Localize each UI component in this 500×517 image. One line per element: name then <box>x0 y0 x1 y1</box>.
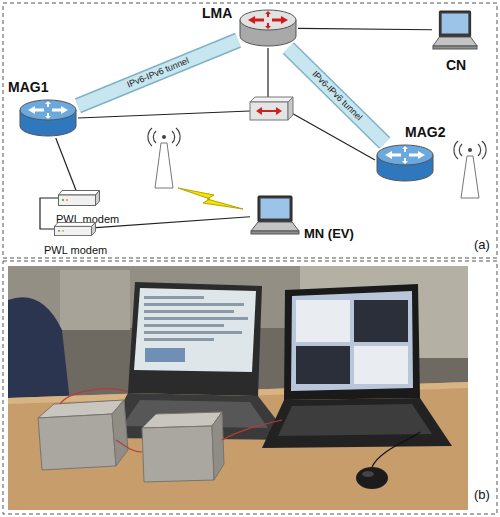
node-label: MAG2 <box>405 125 445 139</box>
host-node: CN <box>432 10 478 50</box>
panel-letter: (a) <box>474 238 490 251</box>
panel-letter: (b) <box>474 488 490 501</box>
tunnel-band <box>288 48 384 143</box>
modem-node: PWL modem <box>54 222 96 236</box>
router-node: LMA <box>238 8 298 48</box>
network-wire <box>40 198 58 229</box>
node-label: CN <box>446 58 466 72</box>
tunnel-band <box>78 40 238 105</box>
switch-icon <box>250 97 293 120</box>
node-label: MN (EV) <box>304 227 354 240</box>
node-label: PWL modem <box>44 245 107 256</box>
host-node: MN (EV) <box>250 195 300 235</box>
network-wire <box>298 28 432 29</box>
node-label: MAG1 <box>8 80 48 94</box>
network-wire <box>56 138 76 190</box>
wireless-bolt <box>178 188 243 209</box>
tunnel-label: IPv6-IPv6 tunnel <box>124 55 193 92</box>
panel-frame <box>3 3 497 258</box>
testbed-photo <box>8 266 468 510</box>
network-wire <box>78 48 375 160</box>
modem-node: PWL modem <box>58 190 100 206</box>
access-point <box>148 128 180 188</box>
access-point <box>454 141 486 198</box>
router-icon <box>375 143 435 183</box>
router-icon <box>18 98 78 138</box>
laptop-icon <box>250 195 300 235</box>
laptop-icon <box>432 10 478 50</box>
router-node: MAG2 <box>375 143 435 183</box>
panel-frame <box>3 261 497 514</box>
node-label: LMA <box>202 6 232 20</box>
modem-icon <box>54 222 96 236</box>
tunnel-label: IPv6-IPv6 tunnel <box>308 67 366 124</box>
router-icon <box>238 8 298 48</box>
router-node: MAG1 <box>18 98 78 138</box>
modem-icon <box>58 190 100 206</box>
